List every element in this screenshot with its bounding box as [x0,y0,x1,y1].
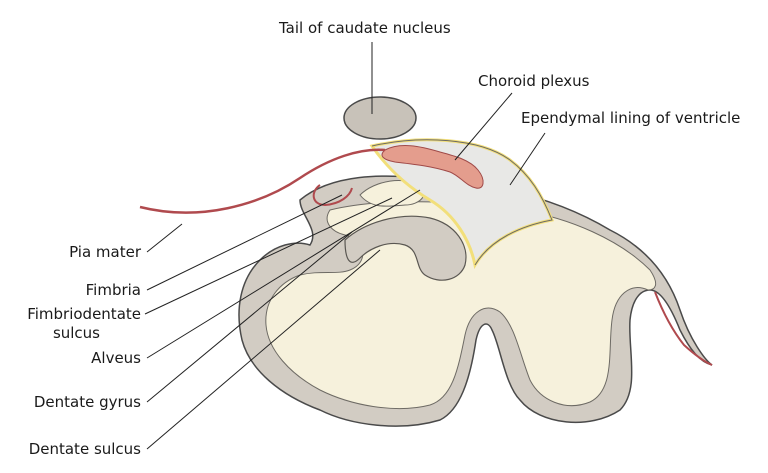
leader-pia [146,223,183,253]
leader-fimbria [146,194,343,291]
leader-alveus [146,189,421,359]
label-fimbria: Fimbria [85,281,141,299]
caudate-nucleus [343,96,417,140]
dentate-band [344,215,467,281]
ependymal-lining [371,139,553,266]
pia-mater-right [654,291,713,366]
leader-dentate-gyrus [146,231,353,403]
pia-mater-inner [312,184,353,207]
label-alveus: Alveus [91,349,141,367]
leader-fimbriodentate [144,197,393,315]
label-ependymal-lining: Ependymal lining of ventricle [521,109,741,127]
label-dentate-sulcus: Dentate sulcus [28,440,141,458]
label-tail-of-caudate-nucleus: Tail of caudate nucleus [279,19,451,37]
label-fimbriodentate-line2: sulcus [52,324,100,342]
leader-ependymal [509,132,546,186]
choroid-plexus [381,145,484,189]
label-pia-mater: Pia mater [69,243,141,261]
leader-dentate-sulcus [146,249,381,450]
label-dentate-gyrus: Dentate gyrus [33,393,141,411]
leader-choroid [454,92,513,161]
pia-mater-line [139,148,386,214]
label-fimbriodentate-line1: Fimbriodentate [27,305,141,323]
label-choroid-plexus: Choroid plexus [478,72,590,90]
